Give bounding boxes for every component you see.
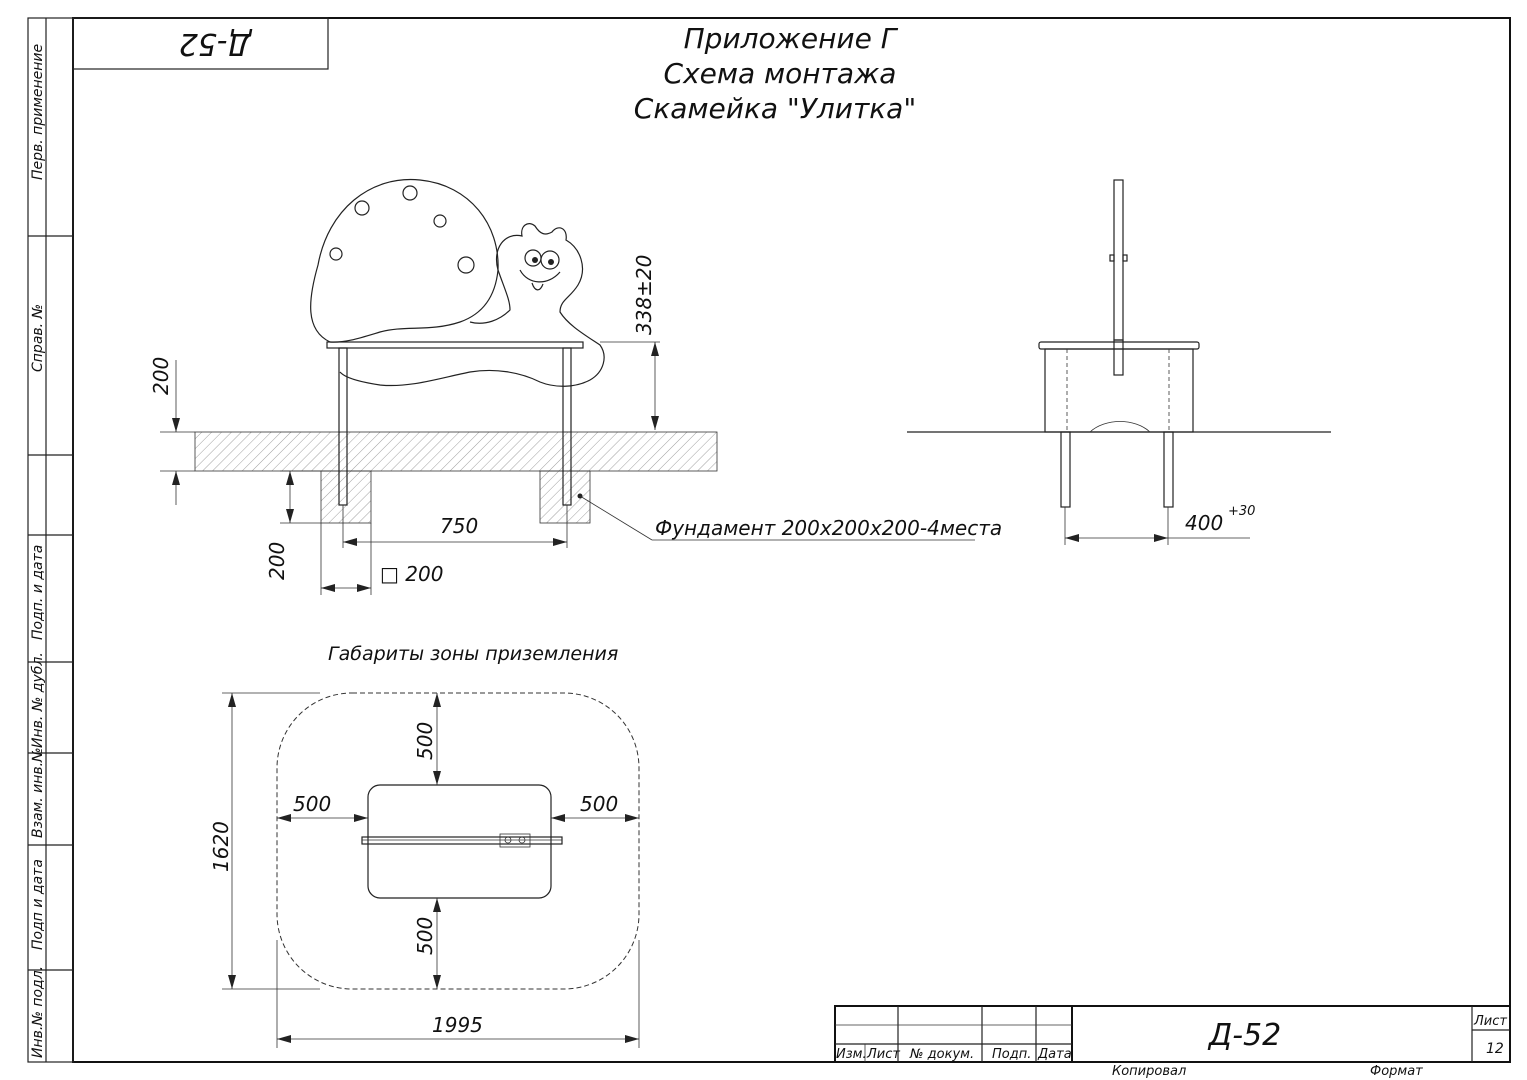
side-dim-width: 400 [1185, 511, 1223, 535]
vzam-inv-no-label: Взам. инв.№ [30, 747, 46, 838]
title-line-1: Приложение Г [684, 22, 899, 55]
front-dim-200-depth: 200 [265, 542, 289, 580]
sprav-no-label: Справ. № [30, 304, 46, 372]
tb-format-label: Формат [1370, 1064, 1423, 1079]
snail-shell [310, 178, 499, 343]
title-line-2: Схема монтажа [664, 57, 897, 90]
front-dim-height: 338±20 [632, 255, 656, 335]
landing-zone-title: Габариты зоны приземления [328, 643, 618, 665]
landing-dim-left: 500 [293, 792, 331, 816]
stamp-box [72, 17, 329, 70]
seat-plank [326, 341, 584, 349]
tb-izm-label: Изм. [836, 1047, 867, 1062]
front-dim-spacing: 750 [440, 514, 478, 538]
stamp-code: Д-52 [179, 26, 253, 61]
foundation-right [539, 470, 591, 524]
tb-code: Д-52 [1207, 1018, 1281, 1053]
landing-dim-bottom: 500 [413, 917, 437, 955]
landing-dim-right: 500 [580, 792, 618, 816]
side-dim-tolerance: +30 [1228, 504, 1255, 519]
landing-dim-width: 1995 [432, 1013, 483, 1037]
front-dim-square: □ 200 [380, 562, 443, 586]
title-block: Изм. Лист № докум. Подп. Дата Д-52 Лист … [834, 1005, 1511, 1079]
tb-copied-label: Копировал [1112, 1064, 1186, 1079]
landing-dim-top: 500 [413, 722, 437, 760]
foundation-note: Фундамент 200х200х200-4места [655, 516, 1002, 540]
podp-i-data-label-2: Подп и дата [30, 859, 46, 950]
front-view: 338±20 200 200 750 □ 200 Фунда [149, 178, 1002, 595]
perv-primenenie-label: Перв. применение [30, 44, 46, 180]
inv-no-podl-label: Инв.№ подл. [30, 966, 46, 1058]
tb-data-label: Дата [1037, 1047, 1072, 1062]
front-dim-200-left: 200 [149, 357, 173, 395]
inv-no-dubl-label: Инв. № дубл. [30, 652, 46, 748]
tb-list-label: Лист [866, 1047, 900, 1062]
side-view: 400 +30 [907, 179, 1331, 545]
landing-zone-outline [276, 692, 640, 990]
ground-hatch [194, 431, 718, 472]
foundation-left [320, 470, 372, 524]
landing-zone: Габариты зоны приземления 500 500 500 50… [209, 643, 640, 1048]
title-line-3: Скамейка "Улитка" [634, 92, 916, 125]
podp-i-data-label-1: Подп. и дата [30, 545, 46, 640]
tb-sheet-label: Лист [1473, 1014, 1507, 1029]
equipment-footprint [367, 784, 552, 899]
landing-dim-height: 1620 [209, 821, 233, 872]
tb-podp-label: Подп. [992, 1047, 1031, 1062]
side-strip [27, 17, 74, 1063]
tb-doc-label: № докум. [909, 1047, 974, 1062]
tb-sheet-number: 12 [1486, 1041, 1504, 1057]
snail-head [339, 223, 605, 387]
